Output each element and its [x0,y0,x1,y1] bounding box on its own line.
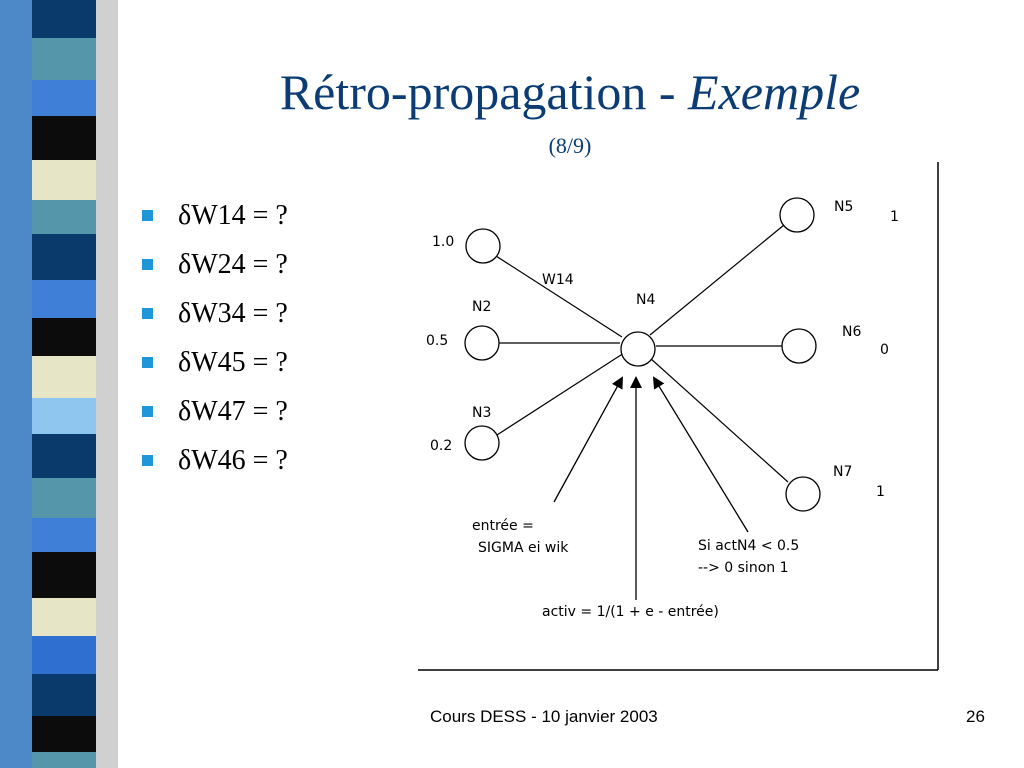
delta-symbol: δ [178,396,192,427]
bullet-text: W24 = ? [191,249,288,280]
bullet-item: δW14 = ? [140,196,288,245]
slide-title-italic: Exemple [688,64,861,120]
bullet-text: W47 = ? [191,396,288,427]
stripe-block [32,636,96,674]
bullet-text: W46 = ? [191,445,288,476]
stripe-block [32,234,96,280]
neural-network-diagram: 1.0 N2 0.5 N3 0.2 W14 N4 N5 1 N6 0 N7 1 … [418,162,939,671]
weight-label: W14 [542,272,574,288]
node-n1 [465,228,501,264]
stripe-block [32,674,96,716]
stripe-block [32,518,96,552]
decorative-stripe [0,0,118,768]
stripe-block [32,552,96,598]
stripe-block [32,478,96,518]
stripe-block [32,434,96,478]
stripe-block [32,280,96,318]
n6-label: N6 [842,324,861,340]
stripe-block [32,160,96,200]
slide-subtitle: (8/9) [548,133,592,158]
stripe-block [32,716,96,752]
delta-symbol: δ [178,249,192,280]
delta-symbol: δ [178,347,192,378]
bullet-item: δW34 = ? [140,294,288,343]
square-bullet-icon [142,259,153,270]
node-n2 [464,325,500,361]
stripe-block [32,116,96,160]
n1-value-label: 1.0 [432,234,454,250]
stripe-block [32,752,96,768]
stripe-block [32,318,96,356]
connection-n4-n7 [649,357,789,483]
bullet-item: δW24 = ? [140,245,288,294]
stripe-block [32,598,96,636]
n7-value-label: 1 [876,484,885,500]
annotation-entree-line2: SIGMA ei wik [478,540,569,556]
n3-value-label: 0.2 [430,438,452,454]
stripe-block [32,356,96,398]
slide-title-main: Rétro-propagation - [279,64,689,120]
n7-label: N7 [833,464,852,480]
delta-symbol: δ [178,298,192,329]
bullet-list: δW14 = ? δW24 = ? δW34 = ? δW45 = ? δW47… [140,196,288,490]
stripe-block [32,80,96,116]
delta-symbol: δ [178,200,192,231]
arrow-si [652,376,749,533]
page-number: 26 [966,707,985,726]
n6-value-label: 0 [880,342,889,358]
square-bullet-icon [142,308,153,319]
stripe-block [32,0,96,38]
square-bullet-icon [142,357,153,368]
connection-n1-n4 [495,255,623,338]
slide-title: Rétro-propagation - Exemple [120,62,1020,122]
connection-n3-n4 [496,352,625,436]
annotation-si-line1: Si actN4 < 0.5 [698,538,799,554]
annotation-activ: activ = 1/(1 + e - entrée) [542,604,719,620]
stripe-block [32,398,96,434]
bullet-item: δW47 = ? [140,392,288,441]
n5-label: N5 [834,199,853,215]
node-n6 [781,328,817,364]
annotation-entree-line1: entrée = [472,518,534,534]
delta-symbol: δ [178,445,192,476]
node-n4 [620,331,656,367]
stripe-block [32,200,96,234]
n4-label: N4 [636,292,655,308]
bullet-item: δW46 = ? [140,441,288,490]
bullet-text: W34 = ? [191,298,288,329]
node-n7 [785,476,821,512]
arrow-entree [553,376,623,503]
bullet-item: δW45 = ? [140,343,288,392]
n2-value-label: 0.5 [426,333,448,349]
n5-value-label: 1 [890,209,899,225]
n2-label: N2 [472,299,491,315]
node-n3 [464,425,500,461]
bullet-text: W14 = ? [191,200,288,231]
square-bullet-icon [142,406,153,417]
slide-footer: Cours DESS - 10 janvier 2003 [430,707,658,726]
bullet-text: W45 = ? [191,347,288,378]
square-bullet-icon [142,455,153,466]
n3-label: N3 [472,405,491,421]
node-n5 [779,197,815,233]
connection-n4-n5 [649,224,785,336]
square-bullet-icon [142,210,153,221]
annotation-si-line2: --> 0 sinon 1 [698,560,789,576]
stripe-block [32,38,96,80]
